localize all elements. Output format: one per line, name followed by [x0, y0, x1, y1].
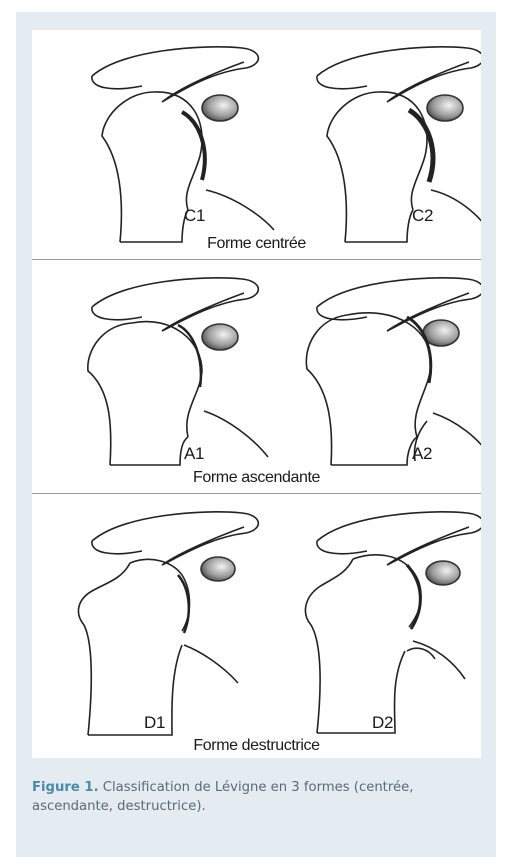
- shoulder-a2: [306, 278, 481, 465]
- panel-ascending: A1 A2 Forme ascendante: [32, 261, 481, 491]
- label-a1: A1: [184, 444, 204, 464]
- label-d1: D1: [144, 713, 165, 733]
- label-d2: D2: [372, 713, 393, 733]
- figure-illustration: C1 C2 Forme centrée: [32, 30, 481, 758]
- title-destructive: Forme destructrice: [32, 737, 481, 755]
- shoulder-d1: [78, 512, 258, 735]
- figure-label: Figure 1.: [32, 780, 99, 795]
- figure-frame: C1 C2 Forme centrée: [16, 12, 496, 857]
- shoulder-a1: [88, 278, 268, 465]
- label-c2: C2: [412, 206, 433, 226]
- label-a2: A2: [412, 444, 432, 464]
- shoulder-c1: [92, 47, 274, 242]
- shoulder-d2: [305, 512, 481, 733]
- panel-destructive: D1 D2 Forme destructrice: [32, 495, 481, 758]
- figure-caption: Figure 1. Classification de Lévigne en 3…: [32, 778, 482, 816]
- shoulder-c2: [317, 47, 481, 242]
- panel-centered: C1 C2 Forme centrée: [32, 30, 481, 258]
- divider-2: [32, 493, 481, 494]
- title-ascending: Forme ascendante: [32, 469, 481, 487]
- title-centered: Forme centrée: [32, 235, 481, 253]
- divider-1: [32, 259, 481, 260]
- shoulder-drawings-destructive: [32, 495, 481, 758]
- label-c1: C1: [184, 206, 205, 226]
